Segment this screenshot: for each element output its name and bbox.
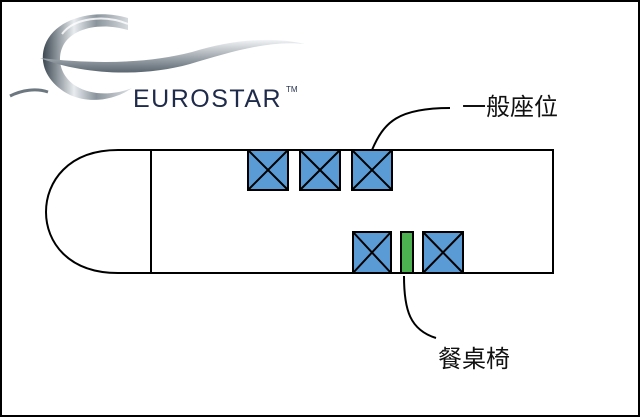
eurostar-logo: EUROSTAR TM xyxy=(9,14,305,113)
logo-ribbon-icon xyxy=(9,14,305,100)
seat-icon xyxy=(351,149,393,191)
seat-group xyxy=(247,149,464,274)
trademark-symbol: TM xyxy=(286,85,298,94)
table-leader-line xyxy=(403,275,437,339)
seat-icon xyxy=(299,149,341,191)
dining-table xyxy=(400,231,414,274)
seat-icon xyxy=(247,149,289,191)
table-label: 餐桌椅 xyxy=(438,345,510,373)
seat-icon xyxy=(422,231,464,274)
seat-label: 一般座位 xyxy=(462,93,558,121)
train-nose xyxy=(44,149,151,274)
eurostar-wordmark: EUROSTAR xyxy=(133,85,282,113)
seat-leader-line xyxy=(371,107,451,151)
seat-icon xyxy=(352,231,392,274)
